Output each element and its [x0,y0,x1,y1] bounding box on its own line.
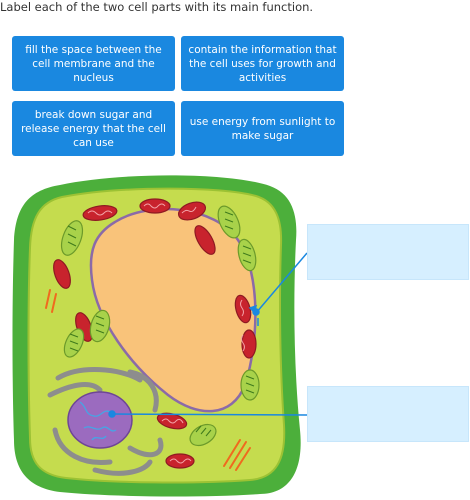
answer-tile-cytoplasm-function[interactable]: fill the space between the cell membrane… [12,36,175,91]
answer-tile-chloroplast-function[interactable]: use energy from sunlight to make sugar [181,101,344,156]
answer-tile-nucleus-function[interactable]: contain the information that the cell us… [181,36,344,91]
drop-target-lower[interactable] [307,386,469,442]
nucleus [67,391,133,449]
instruction-text: Label each of the two cell parts with it… [0,0,314,14]
drop-target-upper[interactable] [307,224,469,280]
golgi [45,289,251,471]
pointer-lines [108,252,308,418]
endoplasmic-reticulum [47,367,164,476]
chloroplasts [60,205,260,447]
answer-tile-mitochondria-function[interactable]: break down sugar and release energy that… [12,101,175,156]
